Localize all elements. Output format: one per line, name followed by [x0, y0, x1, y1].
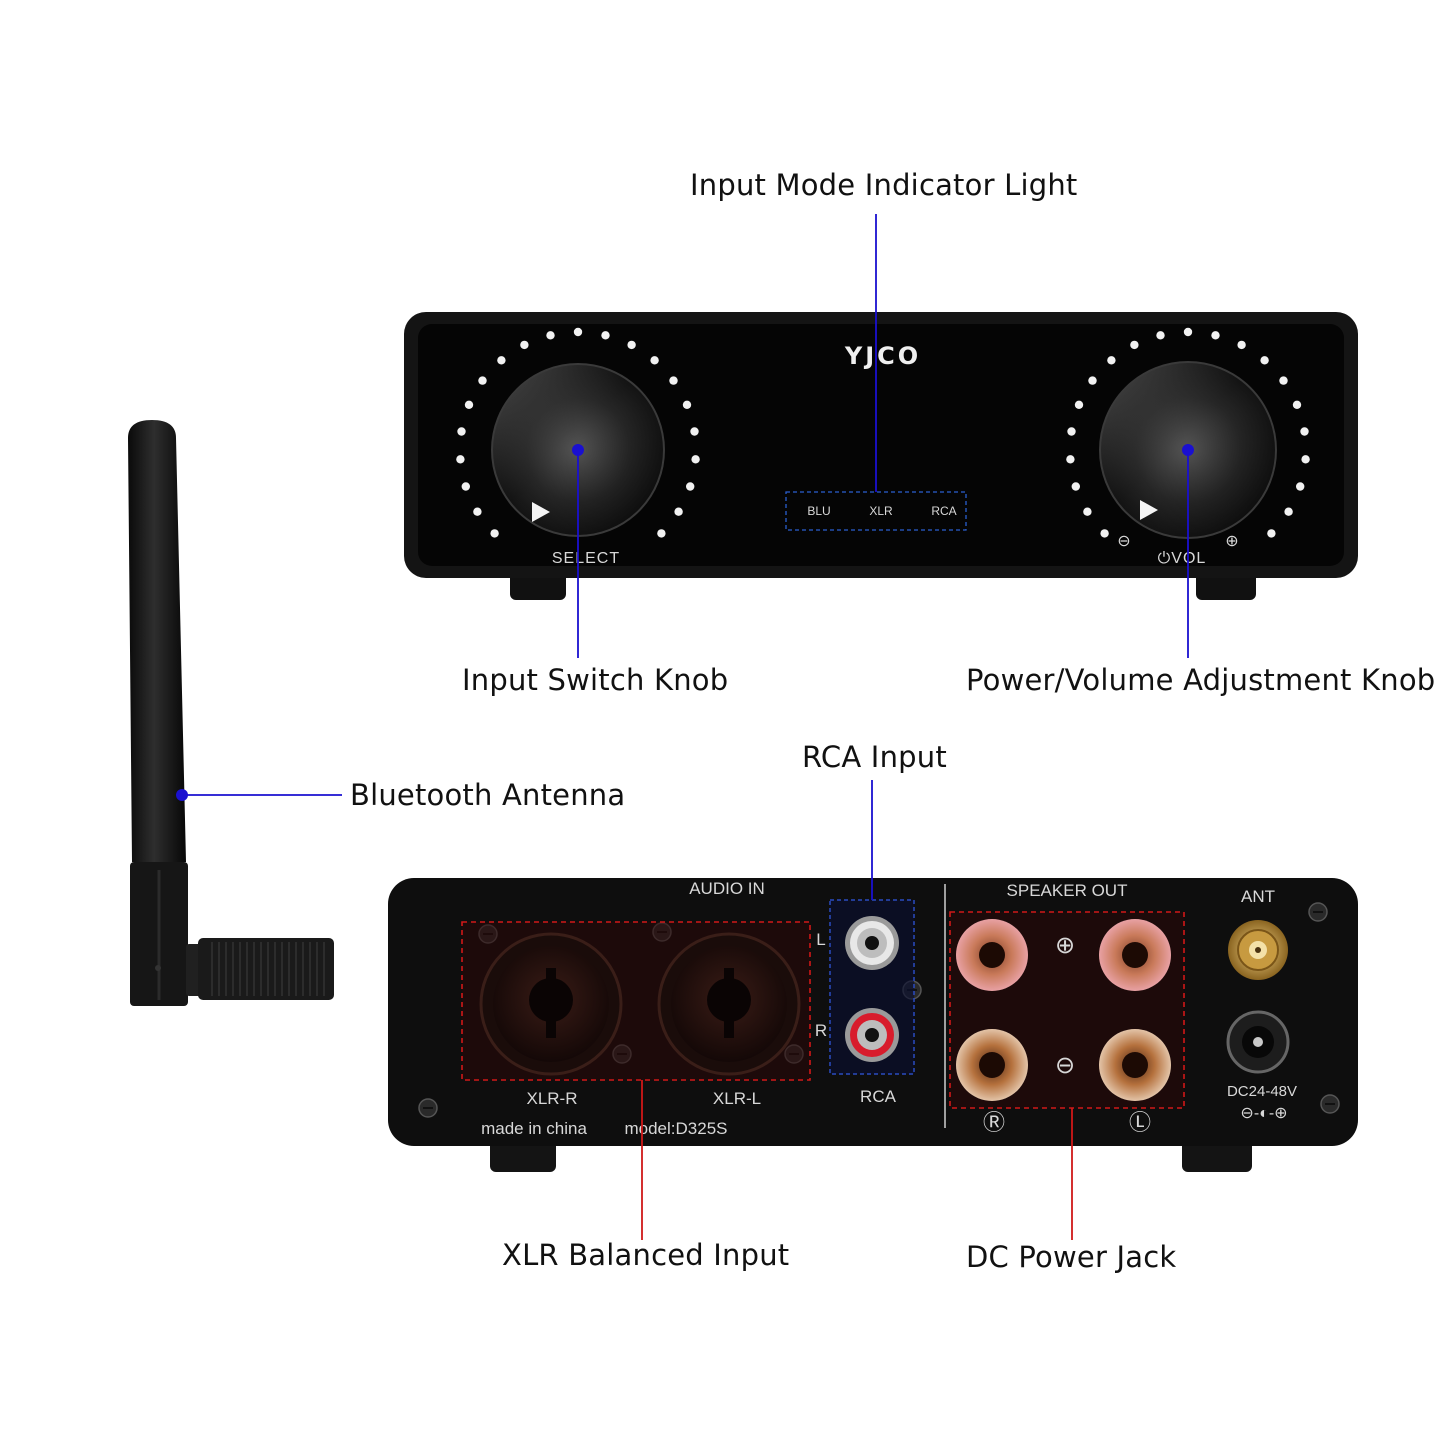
led-dot	[1301, 455, 1310, 464]
led-dot	[457, 427, 466, 436]
indicator-blu: BLU	[807, 504, 830, 518]
callout-dc-power-jack: DC Power Jack	[966, 1240, 1177, 1274]
leader-dot	[572, 444, 584, 456]
led-ring-select	[456, 327, 700, 538]
led-dot	[1292, 400, 1302, 409]
led-dot	[1083, 507, 1092, 516]
led-dot	[1279, 376, 1288, 385]
xlr-l-label: XLR-L	[713, 1089, 761, 1108]
indicator-rca: RCA	[931, 504, 956, 518]
led-dot	[1296, 482, 1305, 491]
indicator-highlight-box	[785, 491, 967, 531]
led-dot	[650, 356, 659, 365]
led-dot	[1156, 331, 1165, 340]
leader-lines	[176, 214, 1194, 1240]
made-in-label: made in china	[481, 1119, 587, 1138]
binding-post-right-negative[interactable]	[956, 1029, 1028, 1101]
dc-power-jack[interactable]	[1226, 1010, 1290, 1074]
led-ring-volume	[1066, 327, 1310, 538]
led-dot	[1211, 331, 1220, 340]
led-dot	[601, 331, 610, 340]
led-dot	[690, 427, 699, 436]
indicator-xlr: XLR	[869, 504, 893, 518]
audio-in-label: AUDIO IN	[689, 879, 765, 898]
led-dot	[573, 327, 583, 337]
led-dot	[1284, 507, 1293, 516]
vol-label: ⏻VOL	[1158, 550, 1207, 567]
led-dot	[490, 529, 499, 538]
led-dot	[520, 340, 529, 350]
led-dot	[669, 376, 678, 385]
callout-bluetooth-antenna: Bluetooth Antenna	[350, 778, 626, 812]
led-dot	[1267, 529, 1276, 538]
dc-rating-label: DC24-48V	[1227, 1083, 1297, 1100]
led-dot	[546, 331, 555, 340]
led-dot	[686, 482, 695, 491]
rca-label: RCA	[860, 1087, 897, 1106]
callout-power-volume-knob: Power/Volume Adjustment Knob	[966, 663, 1436, 697]
led-dot	[1260, 356, 1269, 365]
led-dot	[1107, 356, 1116, 365]
play-icon	[1140, 500, 1158, 520]
positive-icon: ⊕	[1055, 932, 1075, 959]
callout-input-switch-knob: Input Switch Knob	[462, 663, 729, 697]
callout-xlr-balanced-input: XLR Balanced Input	[502, 1238, 790, 1272]
rear-panel: AUDIO IN SPEAKER OUT ANT XLR-R XLR-L mad…	[388, 878, 1358, 1172]
dc-polarity-icon: ⊖-◐-⊕	[1240, 1105, 1287, 1122]
rca-left-jack[interactable]	[845, 916, 899, 970]
led-dot	[1074, 400, 1084, 409]
led-dot	[1300, 427, 1309, 436]
left-channel-label: Ⓛ	[1129, 1110, 1151, 1135]
right-channel-label: Ⓡ	[983, 1110, 1005, 1135]
led-dot	[456, 455, 465, 464]
callout-rca-input: RCA Input	[802, 740, 947, 774]
led-dot	[473, 507, 482, 516]
antenna-sma-connector[interactable]	[1228, 920, 1288, 980]
led-dot	[657, 529, 666, 538]
ant-label: ANT	[1241, 887, 1275, 906]
binding-post-left-positive[interactable]	[1099, 919, 1171, 991]
leader-dot	[1182, 444, 1194, 456]
led-dot	[1130, 340, 1139, 350]
rca-left-label: L	[816, 930, 825, 949]
negative-icon: ⊖	[1055, 1052, 1075, 1079]
binding-post-left-negative[interactable]	[1099, 1029, 1171, 1101]
leader-dot	[176, 789, 188, 801]
model-label: model:D325S	[624, 1119, 727, 1138]
brand-logo: YJCO	[844, 342, 921, 370]
volume-minus-icon: ⊖	[1117, 533, 1130, 550]
led-dot	[1067, 427, 1076, 436]
bluetooth-antenna	[128, 420, 334, 1006]
speaker-out-label: SPEAKER OUT	[1007, 881, 1128, 900]
led-dot	[1066, 455, 1075, 464]
led-dot	[478, 376, 487, 385]
front-glass	[418, 324, 1344, 566]
led-dot	[461, 482, 470, 491]
xlr-r-label: XLR-R	[526, 1089, 577, 1108]
led-dot	[674, 507, 683, 516]
volume-plus-icon: ⊕	[1225, 533, 1238, 550]
led-dot	[682, 400, 692, 409]
led-dot	[627, 340, 636, 350]
led-dot	[1100, 529, 1109, 538]
xlr-l-connector[interactable]	[657, 932, 801, 1076]
led-dot	[1071, 482, 1081, 491]
play-icon	[532, 502, 550, 522]
select-label: SELECT	[552, 550, 620, 567]
led-dot	[1183, 327, 1193, 337]
led-dot	[497, 356, 506, 365]
led-dot	[464, 400, 474, 409]
led-dot	[691, 455, 700, 464]
front-panel: YJCO SELECT ⏻VOL ⊖ ⊕ BLU XLR RCA	[404, 312, 1358, 600]
rca-right-jack[interactable]	[845, 1008, 899, 1062]
binding-post-right-positive[interactable]	[956, 919, 1028, 991]
led-dot	[1088, 376, 1097, 385]
xlr-r-connector[interactable]	[479, 932, 623, 1076]
callout-input-mode-indicator: Input Mode Indicator Light	[690, 168, 1078, 202]
led-dot	[1237, 340, 1246, 350]
rca-right-label: R	[815, 1021, 827, 1040]
